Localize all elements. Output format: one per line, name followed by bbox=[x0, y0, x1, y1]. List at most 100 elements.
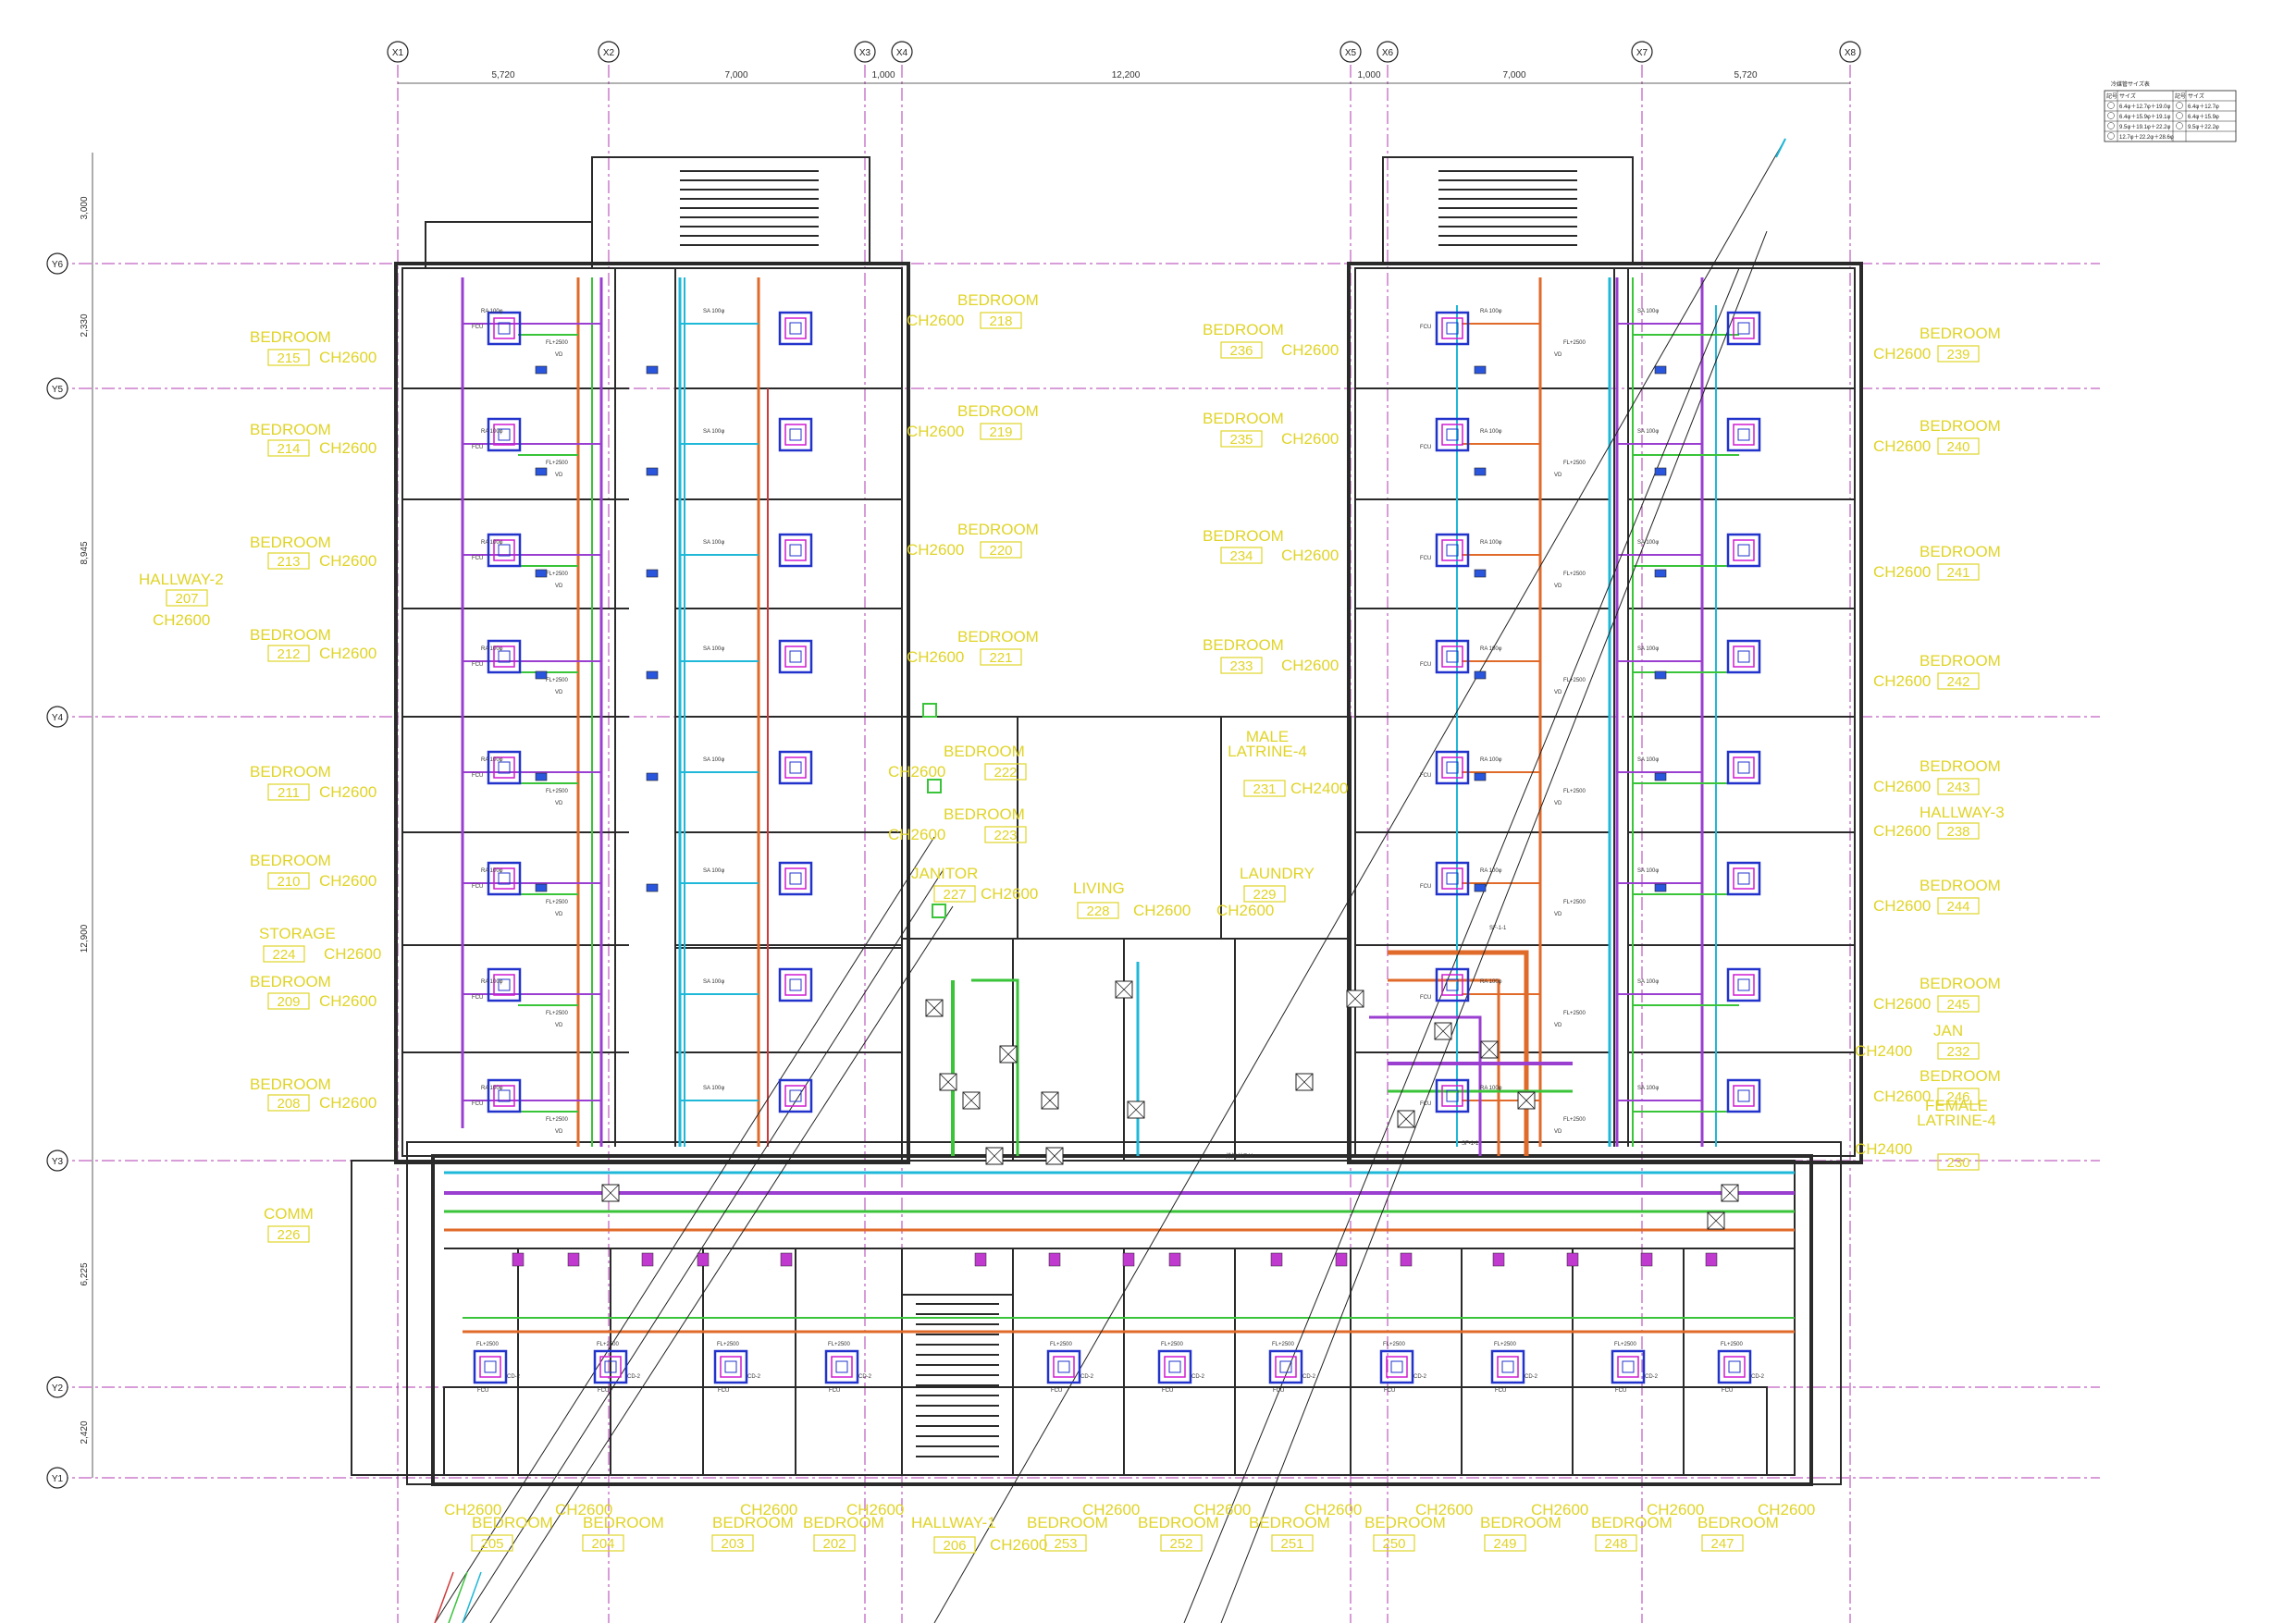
room-number-box bbox=[1220, 547, 1263, 564]
room-name: BEDROOM bbox=[1364, 1514, 1446, 1531]
return-grille bbox=[646, 569, 659, 578]
column-spacing: 1,000 bbox=[1357, 70, 1380, 80]
ceiling-diffuser bbox=[1517, 1091, 1536, 1110]
room-number: 236 bbox=[1229, 343, 1253, 359]
room-number-box bbox=[1937, 345, 1980, 363]
ceiling-diffuser bbox=[939, 1073, 957, 1091]
room-name: HALLWAY-1 bbox=[911, 1514, 996, 1531]
room-number-box bbox=[980, 312, 1022, 329]
legend-header: 記号 bbox=[2106, 92, 2117, 100]
duct-annotation: RA 100φ bbox=[481, 646, 503, 652]
ventilation-fan bbox=[780, 1252, 793, 1267]
duct-annotation: RA 100φ bbox=[481, 868, 503, 874]
duct-annotation: CD-2 bbox=[1524, 1374, 1538, 1380]
fan-coil-unit bbox=[1726, 861, 1761, 896]
duct-annotation: VD bbox=[1554, 1023, 1562, 1028]
legend-symbol bbox=[2176, 122, 2183, 129]
room-name: FEMALE bbox=[1925, 1097, 1988, 1114]
room-number-box bbox=[1937, 778, 1980, 795]
duct-annotation: VD bbox=[555, 690, 563, 695]
duct-annotation: RA 100φ bbox=[1480, 868, 1502, 874]
ceiling-diffuser bbox=[962, 1091, 981, 1110]
ceiling-height: CH2600 bbox=[1647, 1501, 1704, 1518]
room-number: 211 bbox=[278, 785, 300, 801]
room-number-box bbox=[263, 945, 305, 963]
legend-size: 12.7φ＋22.2φ＋28.6φ bbox=[2119, 134, 2174, 141]
ceiling-height: CH2600 bbox=[319, 872, 376, 890]
ventilation-fan bbox=[567, 1252, 580, 1267]
duct-annotation: CD-2 bbox=[1751, 1374, 1765, 1380]
duct-annotation: FCU bbox=[1495, 1388, 1506, 1394]
ceiling-height: CH2600 bbox=[319, 349, 376, 366]
duct-annotation: CD-2 bbox=[1302, 1374, 1316, 1380]
ceiling-diffuser bbox=[1397, 1110, 1415, 1128]
room-name: BEDROOM bbox=[1920, 417, 2001, 435]
stair-tower bbox=[591, 156, 870, 264]
room-name: BEDROOM bbox=[803, 1514, 884, 1531]
room-number: 228 bbox=[1086, 904, 1109, 919]
room-number: 244 bbox=[1946, 899, 1969, 915]
room-name: BEDROOM bbox=[944, 805, 1025, 823]
return-grille bbox=[646, 365, 659, 375]
duct-annotation: SA 100φ bbox=[1637, 540, 1659, 546]
duct-annotation: SA 100φ bbox=[1637, 429, 1659, 435]
duct-annotation: VD bbox=[1554, 801, 1562, 806]
ceiling-height: CH2600 bbox=[907, 423, 964, 440]
duct-annotation: VD bbox=[1554, 912, 1562, 917]
fan-coil-unit bbox=[1157, 1349, 1192, 1384]
duct-annotation: FL+2500 bbox=[1272, 1342, 1295, 1347]
duct-annotation: SA 100φ bbox=[1637, 646, 1659, 652]
ceiling-height: CH2600 bbox=[1873, 778, 1931, 795]
column-spacing: 5,720 bbox=[1734, 70, 1757, 80]
duct-annotation: RA 100φ bbox=[481, 979, 503, 985]
duct-annotation: FCU bbox=[718, 1388, 729, 1394]
ceiling-height: CH2600 bbox=[319, 552, 376, 570]
fan-coil-unit bbox=[487, 967, 522, 1002]
room-name: BEDROOM bbox=[1203, 321, 1284, 338]
duct-annotation: SA 100φ bbox=[703, 979, 724, 985]
legend-size: 6.4φ＋12.7φ bbox=[2188, 104, 2219, 110]
room-name: BEDROOM bbox=[1920, 975, 2001, 992]
room-name: BEDROOM bbox=[250, 852, 331, 869]
room-name: BEDROOM bbox=[957, 402, 1039, 420]
ventilation-fan bbox=[1335, 1252, 1348, 1267]
room-number: 220 bbox=[989, 543, 1012, 559]
room-name: BEDROOM bbox=[250, 1076, 331, 1093]
ventilation-fan bbox=[1400, 1252, 1413, 1267]
legend-size: 6.4φ＋15.9φ＋19.1φ bbox=[2119, 114, 2170, 120]
ductwork-layer bbox=[434, 138, 1795, 1623]
duct-annotation: FL+2500 bbox=[1050, 1342, 1073, 1347]
room-number-box bbox=[1937, 563, 1980, 581]
duct-annotation: VD bbox=[555, 584, 563, 589]
duct-annotation: FL+2500 bbox=[1563, 789, 1586, 794]
duct-annotation: FCU bbox=[1420, 556, 1431, 561]
ventilation-fan bbox=[512, 1252, 525, 1267]
duct-annotation: FL+2500 bbox=[1383, 1342, 1406, 1347]
duct-annotation: FL+2500 bbox=[546, 678, 569, 683]
room-number-box bbox=[582, 1534, 624, 1552]
grid-row-label: Y3 bbox=[52, 1157, 64, 1167]
room-number: 245 bbox=[1946, 997, 1969, 1013]
room-name: BEDROOM bbox=[1480, 1514, 1562, 1531]
duct-annotation: VD bbox=[1554, 473, 1562, 478]
fan-coil-unit bbox=[473, 1349, 508, 1384]
ventilation-fan bbox=[1640, 1252, 1653, 1267]
ceiling-height: CH2600 bbox=[324, 945, 381, 963]
room-name: BEDROOM bbox=[1697, 1514, 1779, 1531]
legend-symbol bbox=[2107, 112, 2115, 119]
grid-bubble bbox=[46, 377, 68, 400]
ceiling-height: CH2600 bbox=[319, 439, 376, 457]
room-name: COMM bbox=[264, 1205, 314, 1223]
ceiling-diffuser bbox=[1721, 1184, 1739, 1202]
fan-coil-unit bbox=[778, 311, 813, 346]
wall-outline bbox=[401, 267, 903, 1157]
ceiling-height: CH2600 bbox=[1873, 563, 1931, 581]
room-number: 203 bbox=[721, 1536, 744, 1552]
grid-row-label: Y5 bbox=[52, 385, 64, 395]
grid-column-label: X6 bbox=[1382, 48, 1394, 58]
grid-row-label: Y2 bbox=[52, 1383, 64, 1394]
room-number: 207 bbox=[175, 591, 198, 607]
duct-annotation: FL+2500 bbox=[1563, 461, 1586, 466]
duct-annotation: SA 100φ bbox=[703, 757, 724, 763]
